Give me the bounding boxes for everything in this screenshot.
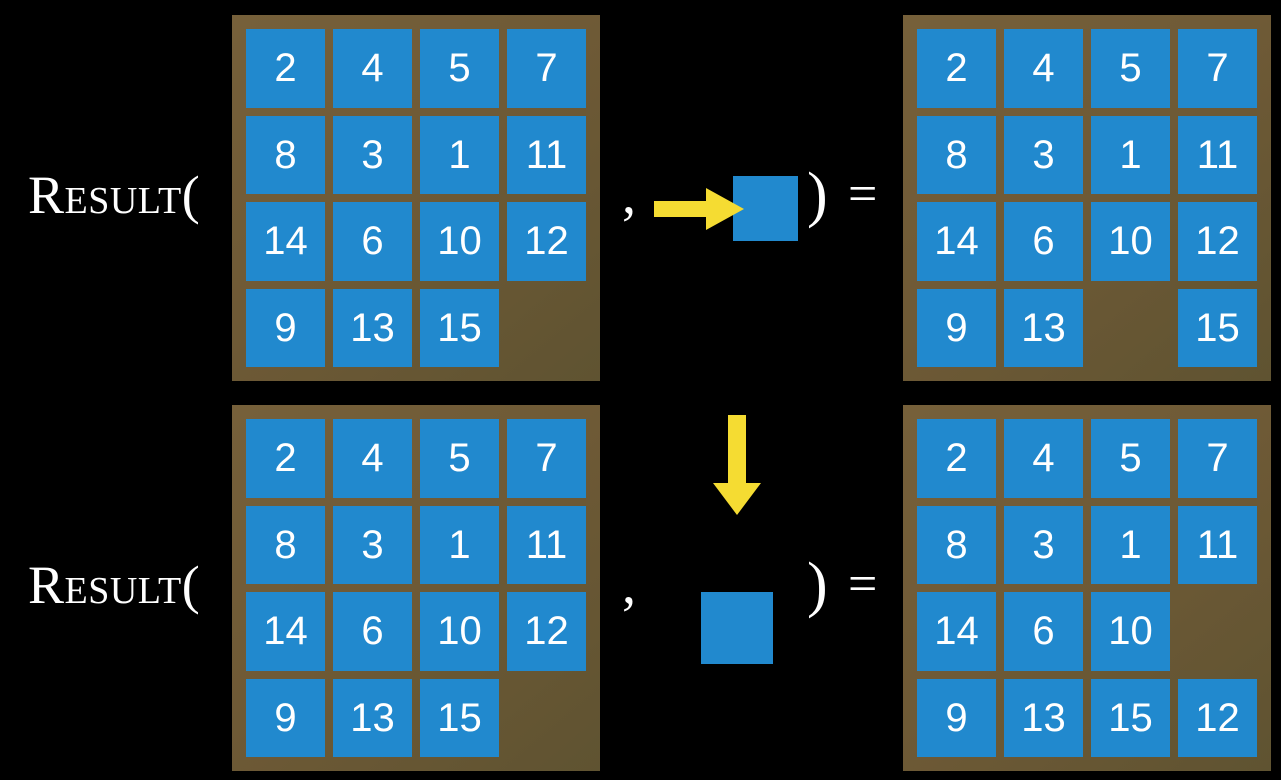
tile[interactable]: 1 [1091,115,1170,194]
output-puzzle-board-bottom: 2 4 5 7 8 3 1 11 14 6 10 9 13 15 12 [903,405,1271,771]
tile[interactable]: 5 [420,29,499,108]
tile[interactable]: 6 [333,592,412,671]
tile[interactable]: 10 [1091,592,1170,671]
tile[interactable]: 13 [1004,678,1083,757]
blank-cell[interactable] [1091,289,1170,368]
move-right-arrow-icon [654,188,744,230]
tile[interactable]: 10 [420,202,499,281]
tile[interactable]: 15 [420,678,499,757]
tile[interactable]: 14 [917,592,996,671]
tile[interactable]: 8 [246,505,325,584]
tile[interactable]: 2 [246,419,325,498]
input-puzzle-board-top: 2 4 5 7 8 3 1 11 14 6 10 12 9 13 15 [232,15,600,381]
tile[interactable]: 2 [917,29,996,108]
argument-separator-comma: , [622,164,636,226]
tile[interactable]: 1 [420,505,499,584]
tile[interactable]: 8 [917,505,996,584]
tile[interactable]: 9 [917,288,996,367]
tile[interactable]: 11 [507,505,586,584]
tile[interactable]: 8 [917,115,996,194]
blank-cell[interactable] [507,289,586,368]
tile[interactable]: 8 [246,115,325,194]
tile[interactable]: 9 [917,678,996,757]
tile[interactable]: 11 [507,115,586,194]
tile[interactable]: 14 [246,592,325,671]
tile[interactable]: 3 [333,115,412,194]
tile[interactable]: 2 [917,419,996,498]
tile[interactable]: 6 [1004,592,1083,671]
tile[interactable]: 3 [1004,505,1083,584]
result-function-label-top: Result( [28,165,201,225]
tile[interactable]: 5 [1091,29,1170,108]
tile[interactable]: 10 [1091,202,1170,281]
equation-row-move-down: Result( 2 4 5 7 8 3 1 11 14 6 10 12 9 13… [0,390,1281,780]
tile[interactable]: 4 [1004,419,1083,498]
operator-zone-top: , ) = [600,0,900,390]
tile[interactable]: 6 [1004,202,1083,281]
tile[interactable]: 9 [246,288,325,367]
blank-cell[interactable] [1178,592,1257,671]
tile[interactable]: 13 [1004,288,1083,367]
action-blank-tile [701,592,773,664]
tile[interactable]: 15 [420,288,499,367]
tile[interactable]: 12 [507,592,586,671]
tile[interactable]: 7 [1178,419,1257,498]
tile[interactable]: 3 [333,505,412,584]
tile[interactable]: 14 [917,202,996,281]
tile[interactable]: 3 [1004,115,1083,194]
tile[interactable]: 2 [246,29,325,108]
tile[interactable]: 6 [333,202,412,281]
closing-paren: ) [807,161,828,229]
input-puzzle-board-bottom: 2 4 5 7 8 3 1 11 14 6 10 12 9 13 15 [232,405,600,771]
tile[interactable]: 10 [420,592,499,671]
tile[interactable]: 4 [1004,29,1083,108]
tile[interactable]: 12 [507,202,586,281]
tile[interactable]: 12 [1178,678,1257,757]
tile[interactable]: 14 [246,202,325,281]
tile[interactable]: 13 [333,678,412,757]
tile[interactable]: 5 [420,419,499,498]
tile[interactable]: 1 [420,115,499,194]
tile[interactable]: 7 [507,419,586,498]
equation-row-move-right: Result( 2 4 5 7 8 3 1 11 14 6 10 12 9 13… [28,0,1271,390]
tile[interactable]: 9 [246,678,325,757]
equals-sign: = [848,556,878,613]
tile[interactable]: 7 [507,29,586,108]
equals-sign: = [848,166,878,223]
tile[interactable]: 13 [333,288,412,367]
tile[interactable]: 15 [1091,678,1170,757]
closing-paren: ) [807,551,828,619]
output-puzzle-board-top: 2 4 5 7 8 3 1 11 14 6 10 12 9 13 15 [903,15,1271,381]
tile[interactable]: 5 [1091,419,1170,498]
tile[interactable]: 7 [1178,29,1257,108]
blank-cell[interactable] [507,679,586,758]
tile[interactable]: 15 [1178,288,1257,367]
argument-separator-comma: , [622,554,636,616]
tile[interactable]: 11 [1178,505,1257,584]
operator-zone-bottom: , ) = [600,390,900,780]
result-function-label-bottom: Result( [28,555,201,615]
tile[interactable]: 4 [333,29,412,108]
move-down-arrow-icon [713,415,761,515]
tile[interactable]: 12 [1178,202,1257,281]
action-blank-tile [733,176,798,241]
tile[interactable]: 4 [333,419,412,498]
tile[interactable]: 1 [1091,505,1170,584]
tile[interactable]: 11 [1178,115,1257,194]
